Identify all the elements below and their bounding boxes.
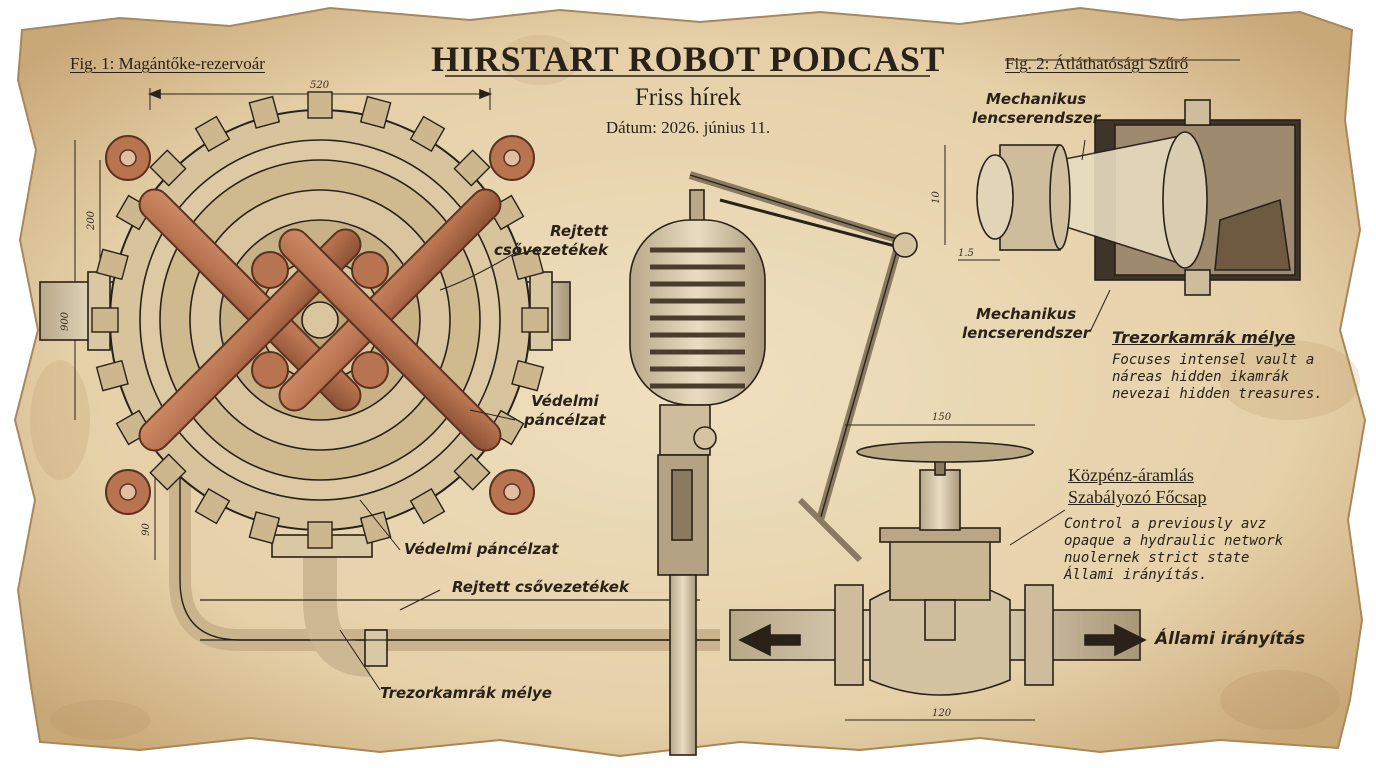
fig2-label-lens-top: Mechanikus lencserendszer (972, 90, 1101, 127)
fig1-label-vault: Trezorkamrák mélye (380, 684, 552, 702)
fig1-label-armor-1: Védelmi páncélzat (524, 392, 606, 429)
gear-tooth (453, 149, 491, 187)
fig1-label-pipes-2: Rejtett csővezetékek (452, 578, 629, 596)
gear-tooth (194, 487, 231, 525)
gear-tooth (248, 511, 281, 545)
fig2-dim-b: 1.5 (958, 248, 974, 259)
fig1-vault (39, 88, 720, 691)
fig1-dim-h2: 900 (60, 311, 72, 332)
gear-tooth (307, 91, 333, 119)
fig1-dim-width: 520 (310, 80, 330, 91)
fig1-label-pipes-1: Rejtett csővezetékek (494, 222, 608, 259)
gear-tooth (194, 115, 231, 153)
date-line: Dátum: 2026. június 11. (605, 118, 771, 137)
fig1-dim-h1: 200 (86, 210, 98, 231)
gear-tooth (307, 521, 333, 549)
gear-tooth (453, 453, 491, 491)
valve-dim-bottom: 120 (932, 708, 952, 719)
gear-tooth (95, 248, 129, 281)
gear-tooth (91, 307, 119, 333)
valve-illustration (729, 424, 1147, 721)
gear-tooth (248, 95, 281, 129)
gear-tooth (511, 359, 545, 392)
fig2-lens (944, 59, 1301, 333)
gear-tooth (359, 95, 392, 129)
fig2-dim-a: 10 (930, 191, 942, 204)
microphone-illustration (629, 171, 918, 756)
fig2-caption: Fig. 2: Átláthatósági Szűrő (1005, 54, 1189, 73)
valve-dim-top: 150 (932, 412, 952, 423)
valve-title: Közpénz-áramlás Szabályozó Főcsap (1068, 465, 1207, 507)
page-title: HIRSTART ROBOT PODCAST (431, 39, 945, 79)
gear-tooth (409, 115, 446, 153)
gear-tooth (95, 359, 129, 392)
fig1-caption: Fig. 1: Magántőke-rezervoár (70, 54, 265, 73)
gear-tooth (511, 248, 545, 281)
fig1-label-armor-2: Védelmi páncélzat (404, 540, 559, 558)
valve-label-flow: Állami irányítás (1155, 629, 1306, 649)
gear-tooth (409, 487, 446, 525)
gear-tooth (149, 149, 187, 187)
page-subtitle: Friss hírek (634, 84, 742, 111)
gear-tooth (521, 307, 549, 333)
valve-note: Control a previously avz opaque a hydrau… (1064, 516, 1284, 583)
gear-tooth (149, 453, 187, 491)
fig2-label-lens-bottom: Mechanikus lencserendszer (962, 305, 1091, 342)
fig2-note-vault: Focuses intensel vault a náreas hidden i… (1112, 352, 1323, 402)
fig1-dim-h3: 90 (140, 523, 152, 536)
fig2-label-vault: Trezorkamrák mélye (1112, 328, 1296, 347)
